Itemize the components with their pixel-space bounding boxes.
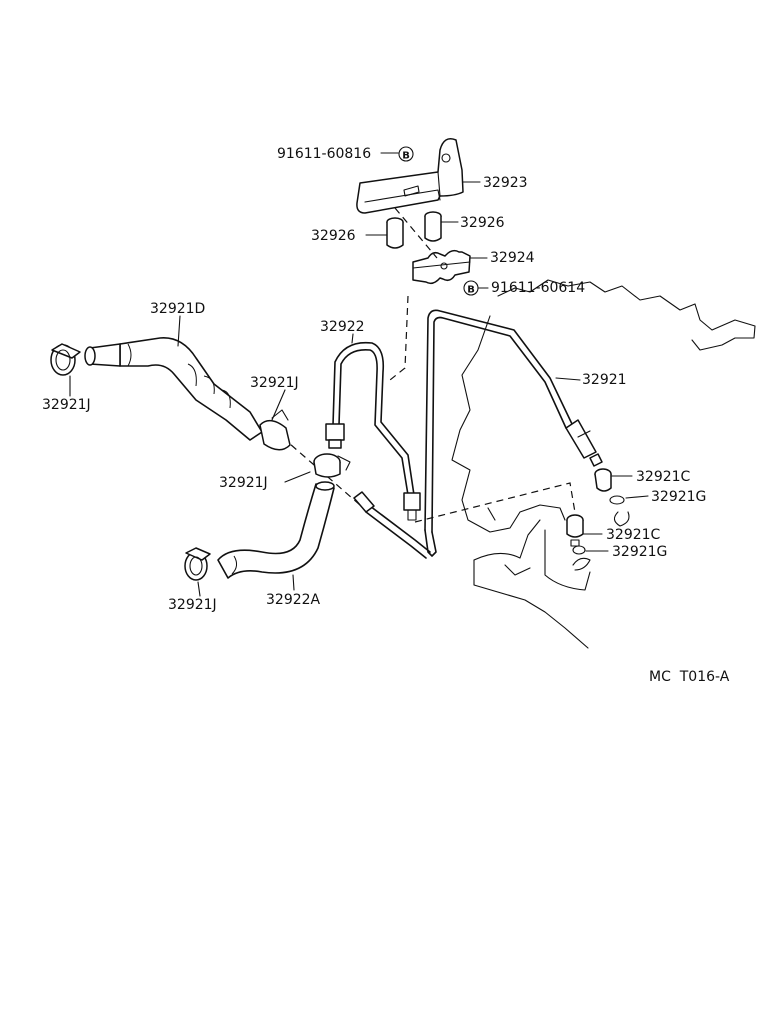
label-grommet-left: 32926 <box>311 228 356 244</box>
bracket-32923 <box>356 138 464 214</box>
label-hose-lower: 32922A <box>266 592 321 608</box>
leader-clamp-mid-lower <box>284 471 311 483</box>
label-gasket-lower: 32921G <box>612 544 667 560</box>
leader-tube-left <box>351 333 354 344</box>
leader-clamp-mid-upper <box>271 389 286 421</box>
clamp-32921j-bottom-left <box>184 547 211 581</box>
label-grommet-right: 32926 <box>460 215 505 231</box>
engine-outline <box>451 279 756 649</box>
dashed-guide-union <box>414 482 579 531</box>
leader-gasket-upper <box>625 495 649 499</box>
label-bolt-lower: 91611-60614 <box>491 280 585 296</box>
gasket-32921g-lower <box>572 545 586 555</box>
label-gasket-upper: 32921G <box>651 489 706 505</box>
label-union-upper: 32921C <box>636 469 691 485</box>
union-32921c-lower <box>566 514 584 547</box>
bolt-symbol-lower-text: B <box>467 285 475 296</box>
label-clamp-bottom-left: 32921J <box>168 597 217 613</box>
dashed-guide-bracket <box>389 295 409 381</box>
hose-32921d <box>84 337 263 441</box>
clamp-bracket-32924 <box>412 249 471 285</box>
hose-32922a <box>217 481 335 579</box>
label-tube-right: 32921 <box>582 372 627 388</box>
dashed-guide-grommet <box>394 207 438 259</box>
leader-hose-upper <box>177 315 181 347</box>
label-clamp-mid-lower: 32921J <box>219 475 268 491</box>
bolt-symbol-upper-text: B <box>402 151 410 162</box>
clamp-32921j-far-left <box>50 343 81 376</box>
clamp-32921j-mid-upper <box>259 409 291 451</box>
label-tube-left: 32922 <box>320 319 365 335</box>
grommet-32926-left <box>386 217 404 249</box>
leader-tube-right <box>555 377 581 381</box>
bolt-symbol-upper <box>398 146 414 162</box>
diagram-code: MC T016-A <box>649 669 730 685</box>
gasket-32921g-upper <box>609 495 630 527</box>
tube-32922 <box>325 341 421 521</box>
label-bracket: 32923 <box>483 175 528 191</box>
tube-lower-run <box>353 491 431 559</box>
tube-32921 <box>424 309 603 557</box>
label-clamp-mid-upper: 32921J <box>250 375 299 391</box>
leader-clamp-bottom-left <box>197 581 201 597</box>
label-bolt-upper: 91611-60816 <box>277 146 371 162</box>
grommet-32926-right <box>424 211 442 242</box>
label-clamp-bracket: 32924 <box>490 250 535 266</box>
label-clamp-far-left: 32921J <box>42 397 91 413</box>
label-hose-upper: 32921D <box>150 301 205 317</box>
union-32921c-upper <box>594 468 612 492</box>
clamp-32921j-mid-lower <box>313 453 351 478</box>
label-union-lower: 32921C <box>606 527 661 543</box>
leader-hose-lower <box>292 574 295 591</box>
